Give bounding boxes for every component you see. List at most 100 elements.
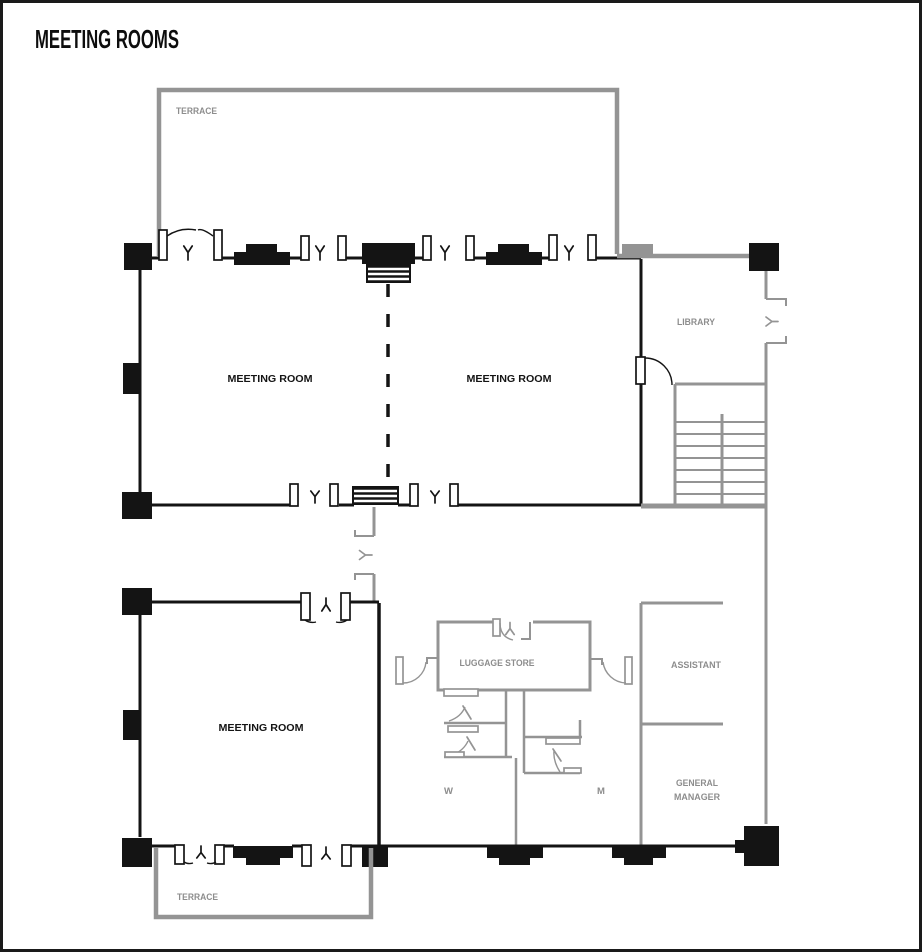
door-leaf bbox=[624, 656, 633, 685]
window-jamb bbox=[587, 234, 597, 261]
window-jamb bbox=[301, 844, 312, 867]
corner-pier bbox=[362, 846, 388, 867]
column bbox=[122, 838, 152, 867]
door-recess-brackets bbox=[354, 530, 374, 580]
window-jamb bbox=[289, 483, 299, 507]
window-jamb bbox=[341, 844, 352, 867]
bottom-exterior-wall bbox=[388, 826, 779, 866]
wall-pier bbox=[486, 252, 542, 265]
wall-pier bbox=[246, 857, 280, 865]
partition-stack-top bbox=[362, 243, 415, 283]
door-pivot-symbols bbox=[309, 490, 441, 504]
door-swing-arc bbox=[602, 661, 627, 684]
partition-stack-bottom bbox=[352, 486, 399, 505]
door-pivot-symbol bbox=[358, 549, 373, 561]
column bbox=[744, 826, 779, 866]
wall-pier bbox=[612, 846, 666, 858]
window-jamb bbox=[548, 234, 558, 261]
door-recess-bracket bbox=[426, 657, 438, 664]
label-terrace-bottom: TERRACE bbox=[177, 892, 218, 902]
door-swing-arc bbox=[166, 228, 214, 237]
window-jamb bbox=[337, 235, 347, 261]
staircase bbox=[641, 382, 766, 509]
door-swing-arc bbox=[644, 357, 673, 386]
sink-counter bbox=[443, 688, 479, 697]
label-terrace-top: TERRACE bbox=[176, 106, 217, 116]
window-recess-brackets bbox=[766, 298, 787, 344]
partition-block bbox=[362, 243, 415, 264]
door-pivot-symbol bbox=[320, 597, 332, 612]
door-pivot-symbol bbox=[765, 316, 779, 327]
column bbox=[124, 243, 152, 270]
wall-pier bbox=[246, 244, 277, 253]
luggage-store: LUGGAGE STORE bbox=[395, 618, 633, 692]
door-swing-arc bbox=[183, 861, 217, 865]
partition-hatch-lines bbox=[368, 267, 409, 281]
upper-meeting-block: MEETING ROOM MEETING ROOM bbox=[122, 228, 673, 519]
door-leaf bbox=[444, 751, 465, 758]
office-walls bbox=[639, 601, 723, 846]
door-jamb bbox=[213, 229, 223, 261]
label-meeting-room-upper-right: MEETING ROOM bbox=[467, 373, 552, 385]
wall-pier bbox=[233, 846, 293, 858]
door-swing-arc bbox=[402, 661, 427, 684]
window-jamb bbox=[465, 235, 475, 261]
door-pivot-symbols bbox=[195, 845, 332, 860]
terrace-bottom-wall bbox=[153, 848, 374, 920]
door-leaf bbox=[395, 656, 404, 685]
partition-hatch-lines bbox=[354, 489, 397, 503]
column bbox=[122, 492, 152, 519]
toilets: W M bbox=[443, 688, 605, 845]
terrace-top: TERRACE bbox=[156, 87, 620, 256]
stair-enclosure-walls bbox=[673, 382, 766, 505]
window-jamb bbox=[449, 483, 459, 507]
door-swing-arc bbox=[499, 622, 514, 641]
door-jamb bbox=[300, 592, 311, 621]
door-pivot-symbol bbox=[504, 621, 516, 636]
label-library: LIBRARY bbox=[677, 317, 715, 327]
door-swing-arc bbox=[553, 750, 561, 773]
door-jamb bbox=[214, 844, 225, 865]
terrace-bottom: TERRACE bbox=[153, 848, 374, 920]
sink-counter bbox=[545, 737, 581, 745]
label-assistant: ASSISTANT bbox=[671, 660, 721, 670]
door-jamb bbox=[158, 229, 168, 261]
column bbox=[749, 243, 779, 271]
door-jamb bbox=[635, 356, 646, 385]
door-recess-bracket bbox=[521, 622, 531, 640]
terrace-top-wall bbox=[156, 87, 620, 256]
wall-pier bbox=[234, 252, 290, 265]
sink-counter bbox=[447, 725, 479, 733]
door-leaf-line bbox=[462, 705, 476, 751]
luggage-store-walls bbox=[436, 620, 592, 692]
column-stub bbox=[735, 840, 745, 853]
door-recess-bracket bbox=[590, 658, 603, 665]
window-jamb bbox=[300, 235, 310, 261]
wall-pier bbox=[123, 363, 141, 394]
label-meeting-room-lower: MEETING ROOM bbox=[219, 722, 304, 734]
label-toilet-women: W bbox=[444, 786, 453, 797]
door-leaf-line bbox=[552, 748, 562, 762]
window-jamb bbox=[409, 483, 419, 507]
wall-pier bbox=[624, 857, 653, 865]
door-swing-arc bbox=[304, 619, 348, 624]
door-pivot-symbols bbox=[182, 245, 575, 261]
library-area: LIBRARY bbox=[617, 243, 787, 824]
toilet-stall-walls bbox=[524, 720, 582, 775]
gray-pier bbox=[622, 244, 653, 257]
window-jamb bbox=[329, 483, 339, 507]
label-general-manager-1: GENERAL bbox=[676, 778, 718, 788]
lower-meeting-block: MEETING ROOM bbox=[122, 588, 390, 867]
toilet-chase-walls bbox=[504, 690, 526, 845]
door-jamb bbox=[340, 592, 351, 621]
label-general-manager-2: MANAGER bbox=[674, 792, 720, 802]
door-leaf bbox=[563, 767, 582, 774]
label-toilet-men: M bbox=[597, 786, 605, 797]
window-jamb bbox=[422, 235, 432, 261]
label-meeting-room-upper-left: MEETING ROOM bbox=[228, 373, 313, 385]
connector-door bbox=[354, 507, 376, 602]
door-jamb bbox=[174, 844, 185, 865]
wall-pier bbox=[499, 857, 530, 865]
